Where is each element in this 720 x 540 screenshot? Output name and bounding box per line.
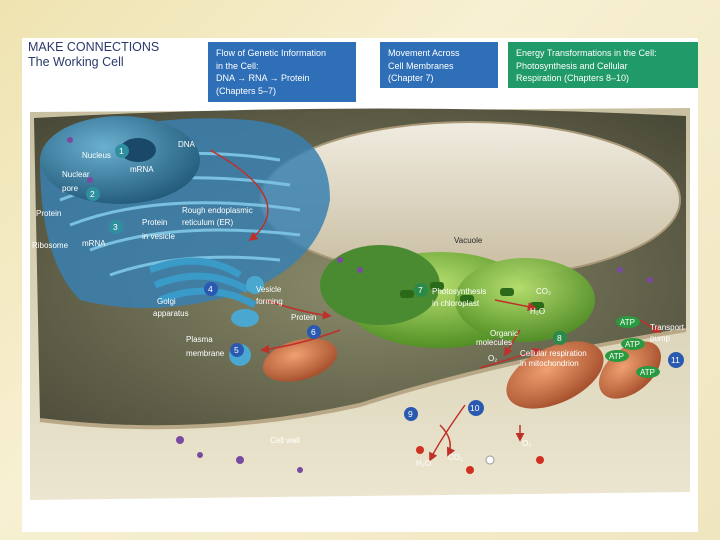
label-co2: CO₂ <box>536 287 551 296</box>
label-pump: pump <box>650 334 671 343</box>
step-marker-9: 9 <box>404 407 418 421</box>
label-golgi: Golgi <box>157 297 176 306</box>
chloroplast <box>455 258 595 342</box>
figure-title: MAKE CONNECTIONS The Working Cell <box>28 40 160 69</box>
label-nuclear: Nuclear <box>62 170 90 179</box>
step-marker-1: 1 <box>115 144 129 158</box>
step-marker-10: 10 <box>468 400 484 416</box>
label-in-chloroplast: in chloroplast <box>432 299 480 308</box>
step-marker-3: 3 <box>109 220 123 234</box>
molecules <box>67 137 653 473</box>
svg-text:2: 2 <box>90 189 95 199</box>
step-marker-2: 2 <box>86 187 100 201</box>
step-marker-5: 5 <box>230 343 244 357</box>
step-marker-6: 6 <box>307 325 321 339</box>
label-h2o: H₂O <box>530 307 545 316</box>
arrow <box>264 299 332 320</box>
svg-text:6: 6 <box>311 327 316 337</box>
label-cell-wall: Cell wall <box>270 436 300 445</box>
atp-badge: ATP <box>621 338 645 350</box>
er-fold <box>69 201 301 227</box>
label-nucleus: Nucleus <box>82 151 111 160</box>
svg-text:4: 4 <box>208 284 213 294</box>
svg-text:7: 7 <box>418 285 423 295</box>
label-vacuole: Vacuole <box>454 236 483 245</box>
header-box-genetic-flow: Flow of Genetic Information in the Cell:… <box>208 42 356 102</box>
label-o2: O₂ <box>488 354 497 363</box>
svg-text:ATP: ATP <box>620 318 635 327</box>
svg-text:8: 8 <box>557 333 562 343</box>
step-marker-4: 4 <box>204 282 218 296</box>
label-forming: forming <box>256 297 283 306</box>
label-co2: CO₂ <box>448 453 463 462</box>
gas-molecules <box>416 446 544 474</box>
arrow <box>260 329 341 354</box>
nucleolus <box>120 138 156 162</box>
svg-text:ATP: ATP <box>625 340 640 349</box>
arrow <box>504 329 521 357</box>
label-membrane: membrane <box>186 349 225 358</box>
svg-text:5: 5 <box>234 345 239 355</box>
label-pore: pore <box>62 184 79 193</box>
label-in-mitochondrion: in mitochondrion <box>520 359 579 368</box>
atp-badge: ATP <box>616 316 640 328</box>
atp-badge: ATP <box>636 366 660 378</box>
label-rough-er: Rough endoplasmic <box>182 206 253 215</box>
label-rough-er: reticulum (ER) <box>182 218 233 227</box>
step-marker-7: 7 <box>414 283 428 297</box>
mitochondrion <box>262 338 338 382</box>
label-ribosome: Ribosome <box>32 241 69 250</box>
label-mrna: mRNA <box>130 165 154 174</box>
label-plasma: Plasma <box>186 335 213 344</box>
label-protein: Protein <box>36 209 61 218</box>
label-protein-in: Protein <box>142 218 167 227</box>
step-marker-8: 8 <box>553 331 567 345</box>
label-protein: Protein <box>291 313 316 322</box>
svg-text:10: 10 <box>470 403 480 413</box>
arrow <box>429 404 466 462</box>
label-o2: O₂ <box>522 439 531 448</box>
er-fold <box>89 228 301 252</box>
step-marker-11: 11 <box>668 352 684 368</box>
chloroplast <box>320 245 440 325</box>
nucleus <box>40 116 200 204</box>
arrow <box>479 347 542 369</box>
mitochondrion <box>506 341 604 409</box>
svg-text:3: 3 <box>113 222 118 232</box>
label-organic: Organic <box>490 329 518 338</box>
atp-badge: ATP <box>605 350 629 362</box>
svg-text:ATP: ATP <box>640 368 655 377</box>
label-mrna: mRNA <box>82 239 106 248</box>
svg-text:1: 1 <box>119 146 124 156</box>
arrow <box>639 319 662 333</box>
label-molecules: molecules <box>476 338 512 347</box>
label-cellular-respiration: Cellular respiration <box>520 349 587 358</box>
label-h2o: H₂O <box>416 459 431 468</box>
svg-text:ATP: ATP <box>609 352 624 361</box>
header-box-membranes: Movement Across Cell Membranes (Chapter … <box>380 42 498 88</box>
label-photosynthesis: Photosynthesis <box>432 287 486 296</box>
label-dna: DNA <box>178 140 196 149</box>
label-transport: Transport <box>650 323 685 332</box>
arrow <box>494 299 537 312</box>
arrow <box>439 424 456 457</box>
label-vesicle: Vesicle <box>256 285 282 294</box>
label-in-vesicle: in vesicle <box>142 232 175 241</box>
svg-text:11: 11 <box>671 355 680 365</box>
header-box-energy: Energy Transformations in the Cell: Phot… <box>508 42 698 88</box>
label-apparatus: apparatus <box>153 309 189 318</box>
svg-text:9: 9 <box>408 409 413 419</box>
arrow <box>209 149 269 242</box>
